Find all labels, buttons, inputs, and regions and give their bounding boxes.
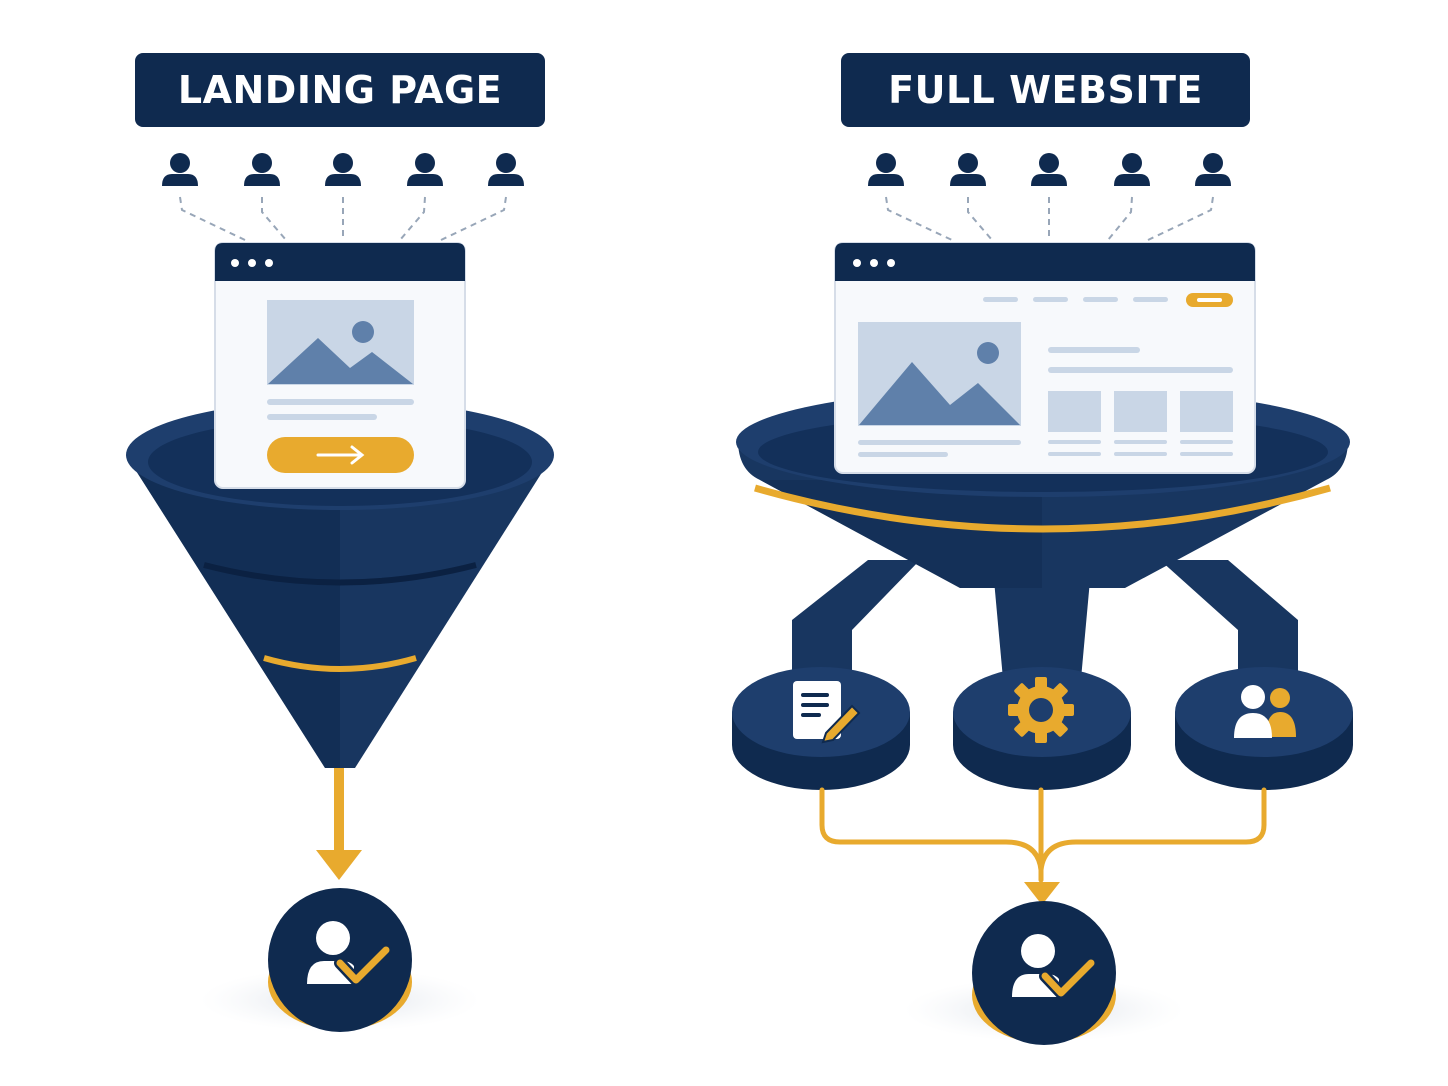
- platform-team: [1175, 667, 1353, 790]
- window-dot: [231, 259, 239, 267]
- users-icon: [1234, 685, 1296, 738]
- user-icon: [1114, 153, 1150, 186]
- merge-connectors: [819, 787, 1267, 883]
- landing-page-title: LANDING PAGE: [177, 68, 503, 112]
- full-website-window: [834, 242, 1256, 474]
- user-icon: [488, 153, 524, 186]
- landing-page-window: [214, 242, 466, 489]
- left-visitor-connectors: [179, 196, 507, 241]
- left-visitors: [162, 153, 524, 186]
- user-icon: [868, 153, 904, 186]
- image-placeholder-icon: [858, 322, 1021, 426]
- content-card: [1114, 391, 1167, 432]
- window-dot: [887, 259, 895, 267]
- user-check-icon: [1012, 934, 1097, 999]
- document-edit-icon: [793, 681, 861, 744]
- window-dot: [870, 259, 878, 267]
- arrow-right-icon: [316, 445, 365, 465]
- left-down-arrow: [316, 768, 362, 880]
- user-icon: [162, 153, 198, 186]
- right-conversion-badge: [904, 901, 1184, 1045]
- full-website-title-box: FULL WEBSITE: [841, 53, 1250, 127]
- nav-menu: [983, 293, 1233, 307]
- user-check-icon: [307, 921, 392, 986]
- user-icon: [325, 153, 361, 186]
- user-icon: [1195, 153, 1231, 186]
- platform-form: [732, 667, 910, 790]
- content-card: [1048, 391, 1101, 432]
- window-dot: [248, 259, 256, 267]
- window-dot: [853, 259, 861, 267]
- user-icon: [407, 153, 443, 186]
- platform-settings: [953, 667, 1131, 790]
- user-icon: [244, 153, 280, 186]
- gear-icon: [1008, 677, 1074, 743]
- left-conversion-badge: [200, 888, 480, 1032]
- landing-page-title-box: LANDING PAGE: [135, 53, 545, 127]
- content-card: [1180, 391, 1233, 432]
- window-dot: [265, 259, 273, 267]
- user-icon: [950, 153, 986, 186]
- right-visitors: [868, 153, 1231, 186]
- user-icon: [1031, 153, 1067, 186]
- image-placeholder-icon: [267, 300, 414, 385]
- right-visitor-connectors: [885, 196, 1214, 241]
- full-website-title: FULL WEBSITE: [888, 68, 1203, 112]
- right-down-arrow: [1024, 882, 1060, 905]
